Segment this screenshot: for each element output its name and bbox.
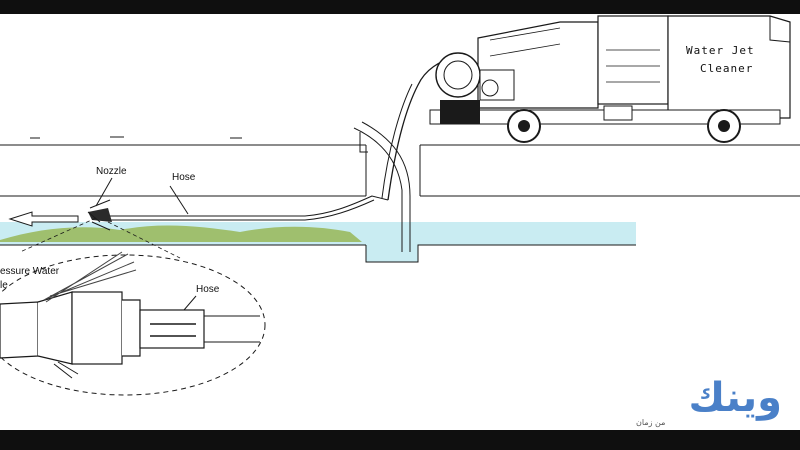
detail-nozzle-tip xyxy=(0,301,39,359)
detail-ellipse xyxy=(0,254,266,396)
detail-fitting-grooves xyxy=(150,323,196,337)
rear-wheel-hub xyxy=(518,120,530,132)
truck-body-panels xyxy=(606,49,660,83)
truck-body-box xyxy=(597,15,669,105)
guide-tube-inner xyxy=(361,121,411,252)
bottom-border xyxy=(0,430,800,450)
detail-hose-pointer xyxy=(183,295,197,311)
detail-collar xyxy=(122,299,141,357)
front-wheel-hub xyxy=(718,120,730,132)
hose-label-detail: Hose xyxy=(196,284,220,295)
hose-line xyxy=(110,195,389,217)
nozzle-label-detail: le xyxy=(0,280,8,291)
detail-water-jets xyxy=(43,251,137,303)
ground-marks xyxy=(30,136,242,139)
truck-label-line1: Water Jet xyxy=(686,44,755,57)
detail-hose-fitting xyxy=(139,309,205,349)
guide-bracket xyxy=(359,132,368,153)
truck xyxy=(429,15,791,143)
hose-riser-inner xyxy=(381,83,413,199)
hose-pointer xyxy=(169,185,189,215)
sediment xyxy=(0,225,362,242)
truck-cab-box xyxy=(667,15,791,119)
top-border xyxy=(0,0,800,14)
nozzle-label: Nozzle xyxy=(96,166,127,177)
watermark-brand: وينك xyxy=(688,375,782,421)
hose-label: Hose xyxy=(172,172,196,183)
manhole-water xyxy=(366,222,636,245)
high-pressure-water-label: essure Water xyxy=(0,266,60,277)
nozzle-jets xyxy=(87,199,111,231)
rear-equipment xyxy=(440,100,480,124)
truck-label-line2: Cleaner xyxy=(700,62,754,75)
detail-coupling xyxy=(71,291,123,365)
detail-nozzle-cone xyxy=(37,291,73,365)
manhole-sump-water xyxy=(366,222,418,262)
side-tank xyxy=(603,105,633,121)
hose-reel-inner xyxy=(443,60,473,90)
guide-tube xyxy=(353,127,403,252)
detail-jets-lower xyxy=(53,361,79,379)
truck-tank-lines xyxy=(489,27,561,57)
hose-line-inner xyxy=(110,199,375,221)
truck-cab-window xyxy=(769,16,791,43)
hose-reel-icon xyxy=(435,52,481,98)
nozzle-detail xyxy=(0,251,260,379)
sump-outline xyxy=(365,244,636,263)
flow-arrow-icon xyxy=(8,211,79,227)
detail-hose xyxy=(204,315,260,343)
nozzle-pointer xyxy=(95,177,113,207)
watermark-logo: وينك من زمان xyxy=(630,374,790,430)
pump-wheel xyxy=(481,79,499,97)
watermark-tagline: من زمان xyxy=(636,418,666,427)
